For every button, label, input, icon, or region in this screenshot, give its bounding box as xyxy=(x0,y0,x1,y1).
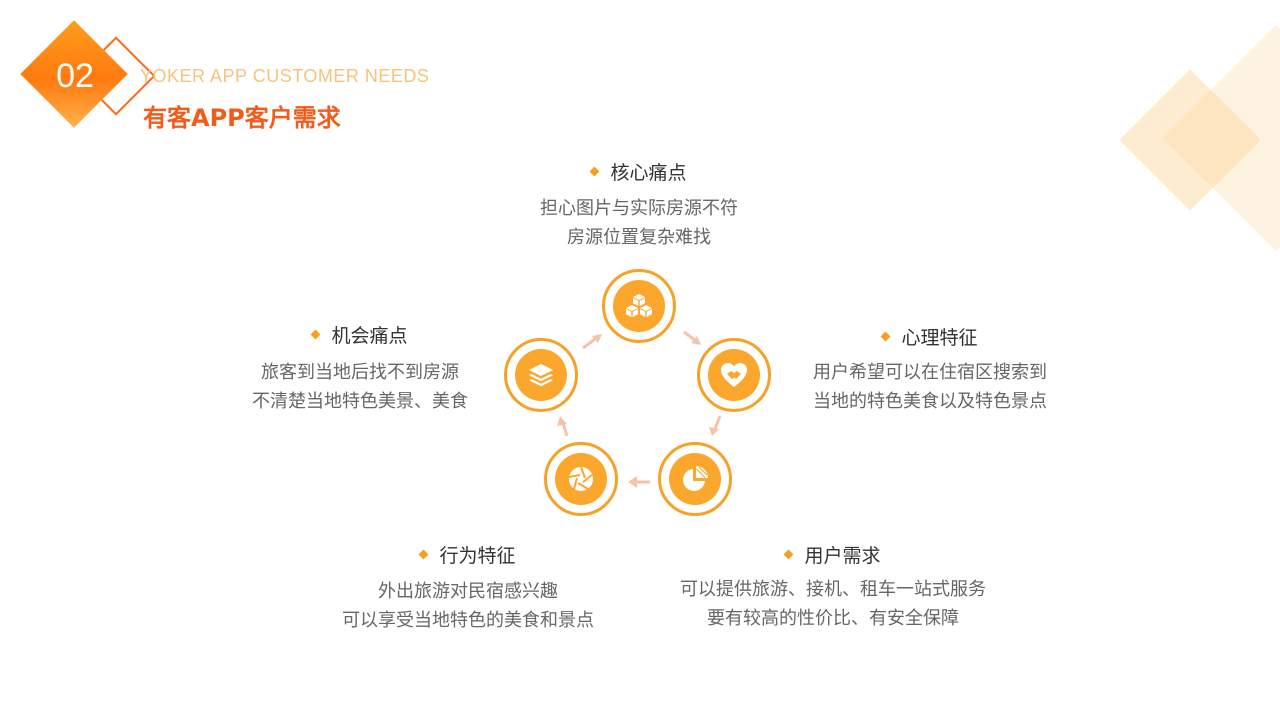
block-heading: 行为特征 xyxy=(318,543,618,569)
block-title: 核心痛点 xyxy=(610,162,687,184)
arrow-behavior-to-opportunity xyxy=(557,416,569,437)
section-subtitle-en: YOKER APP CUSTOMER NEEDS xyxy=(140,66,430,86)
block-line: 旅客到当地后找不到房源 xyxy=(261,362,459,383)
block-title: 心理特征 xyxy=(901,327,978,349)
cycle-node-psychology xyxy=(697,338,771,412)
block-title: 机会痛点 xyxy=(331,325,408,347)
block-line: 可以享受当地特色的美食和景点 xyxy=(342,610,594,631)
block-heading: 用户需求 xyxy=(653,543,1013,569)
bullet-diamond-icon xyxy=(590,166,600,177)
block-user-needs: 用户需求 可以提供旅游、接机、租车一站式服务 要有较高的性价比、有安全保障 xyxy=(653,543,1013,633)
pie-chart-icon xyxy=(683,466,708,491)
block-heading: 机会痛点 xyxy=(195,323,525,349)
block-heading: 心理特征 xyxy=(780,325,1080,351)
block-behavior: 行为特征 外出旅游对民宿感兴趣 可以享受当地特色的美食和景点 xyxy=(318,543,618,635)
bullet-diamond-icon xyxy=(419,549,429,560)
block-line: 要有较高的性价比、有安全保障 xyxy=(707,608,959,629)
cubes-icon xyxy=(626,294,652,317)
section-title: 有客APP客户需求 xyxy=(143,104,341,132)
cycle-node-opportunity xyxy=(504,338,578,412)
block-line: 当地的特色美食以及特色景点 xyxy=(813,391,1047,412)
block-title: 用户需求 xyxy=(804,545,881,567)
cycle-node-core xyxy=(602,269,676,343)
bullet-diamond-icon xyxy=(311,329,321,340)
block-psychology: 心理特征 用户希望可以在住宿区搜索到 当地的特色美食以及特色景点 xyxy=(780,325,1080,416)
bullet-diamond-icon xyxy=(784,549,794,560)
block-line: 用户希望可以在住宿区搜索到 xyxy=(813,362,1047,383)
handshake-heart-icon xyxy=(721,363,747,387)
block-line: 外出旅游对民宿感兴趣 xyxy=(378,581,558,602)
block-opportunity-pain: 机会痛点 旅客到当地后找不到房源 不清楚当地特色美景、美食 xyxy=(195,323,525,416)
block-title: 行为特征 xyxy=(439,545,516,567)
aperture-icon xyxy=(568,466,593,491)
block-core-pain: 核心痛点 担心图片与实际房源不符 房源位置复杂难找 xyxy=(489,160,789,252)
arrow-opportunity-to-core xyxy=(582,334,602,350)
cycle-node-behavior xyxy=(544,442,618,516)
layers-icon xyxy=(529,364,553,387)
section-number: 02 xyxy=(56,57,94,95)
block-heading: 核心痛点 xyxy=(489,160,789,186)
block-line: 可以提供旅游、接机、租车一站式服务 xyxy=(680,579,986,600)
block-line: 担心图片与实际房源不符 xyxy=(540,198,738,219)
arrow-core-to-psychology xyxy=(683,330,701,345)
block-line: 房源位置复杂难找 xyxy=(567,227,711,248)
bullet-diamond-icon xyxy=(881,331,891,342)
arrow-needs-to-behavior xyxy=(628,476,650,488)
cycle-node-needs xyxy=(658,442,732,516)
block-line: 不清楚当地特色美景、美食 xyxy=(252,391,468,412)
arrow-psychology-to-needs xyxy=(709,415,722,436)
